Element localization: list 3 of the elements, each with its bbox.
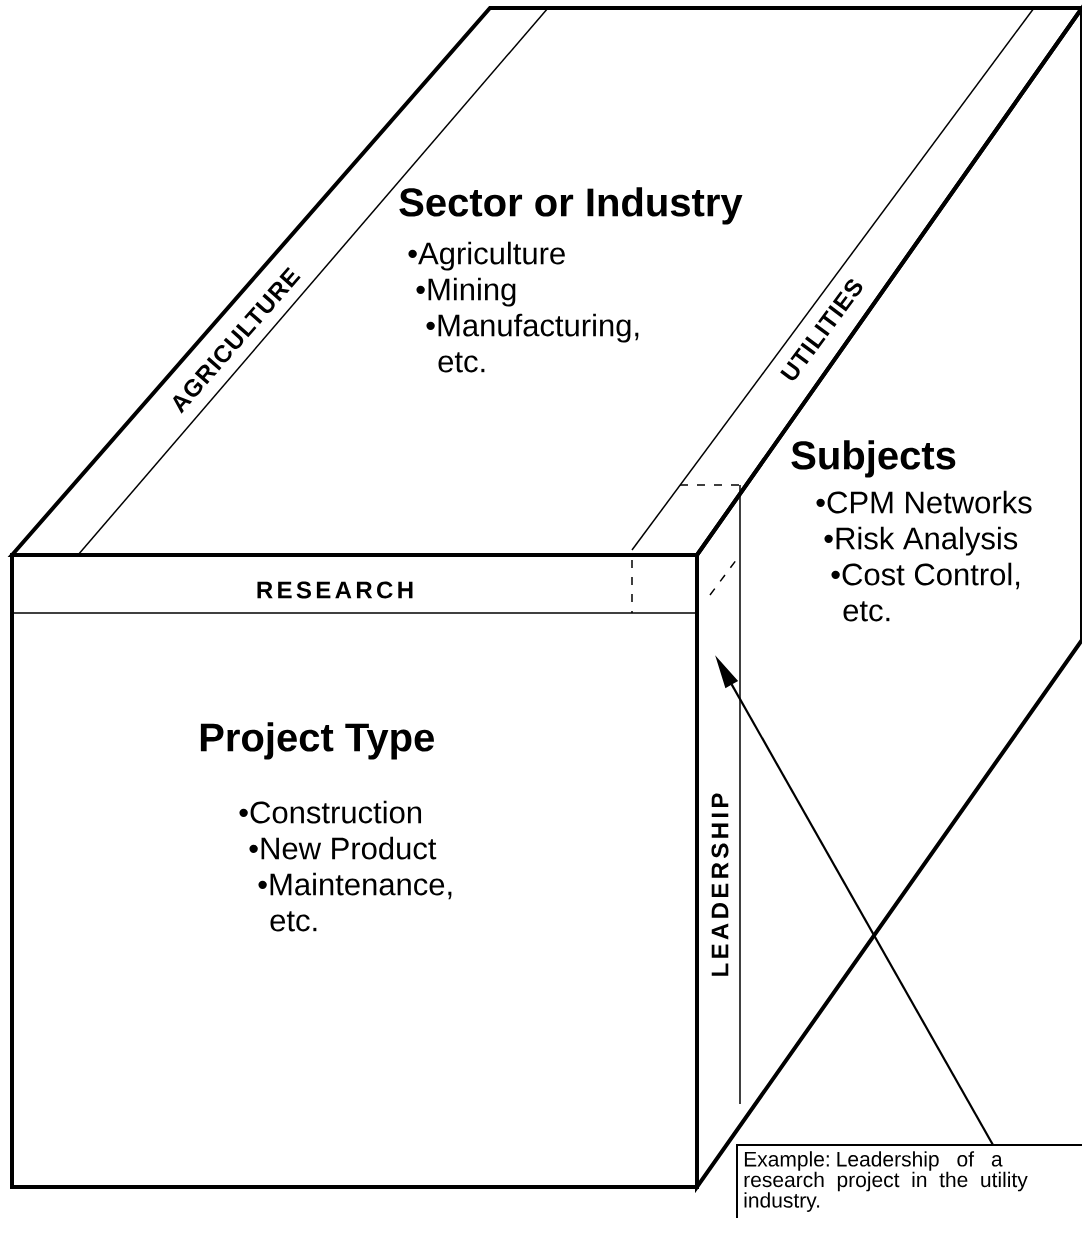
callout-box: Example: Leadership of a research project in the utility industry. (736, 1144, 1082, 1220)
band-label: LEADERSHIP (711, 793, 729, 976)
band-label: RESEARCH (257, 581, 413, 599)
